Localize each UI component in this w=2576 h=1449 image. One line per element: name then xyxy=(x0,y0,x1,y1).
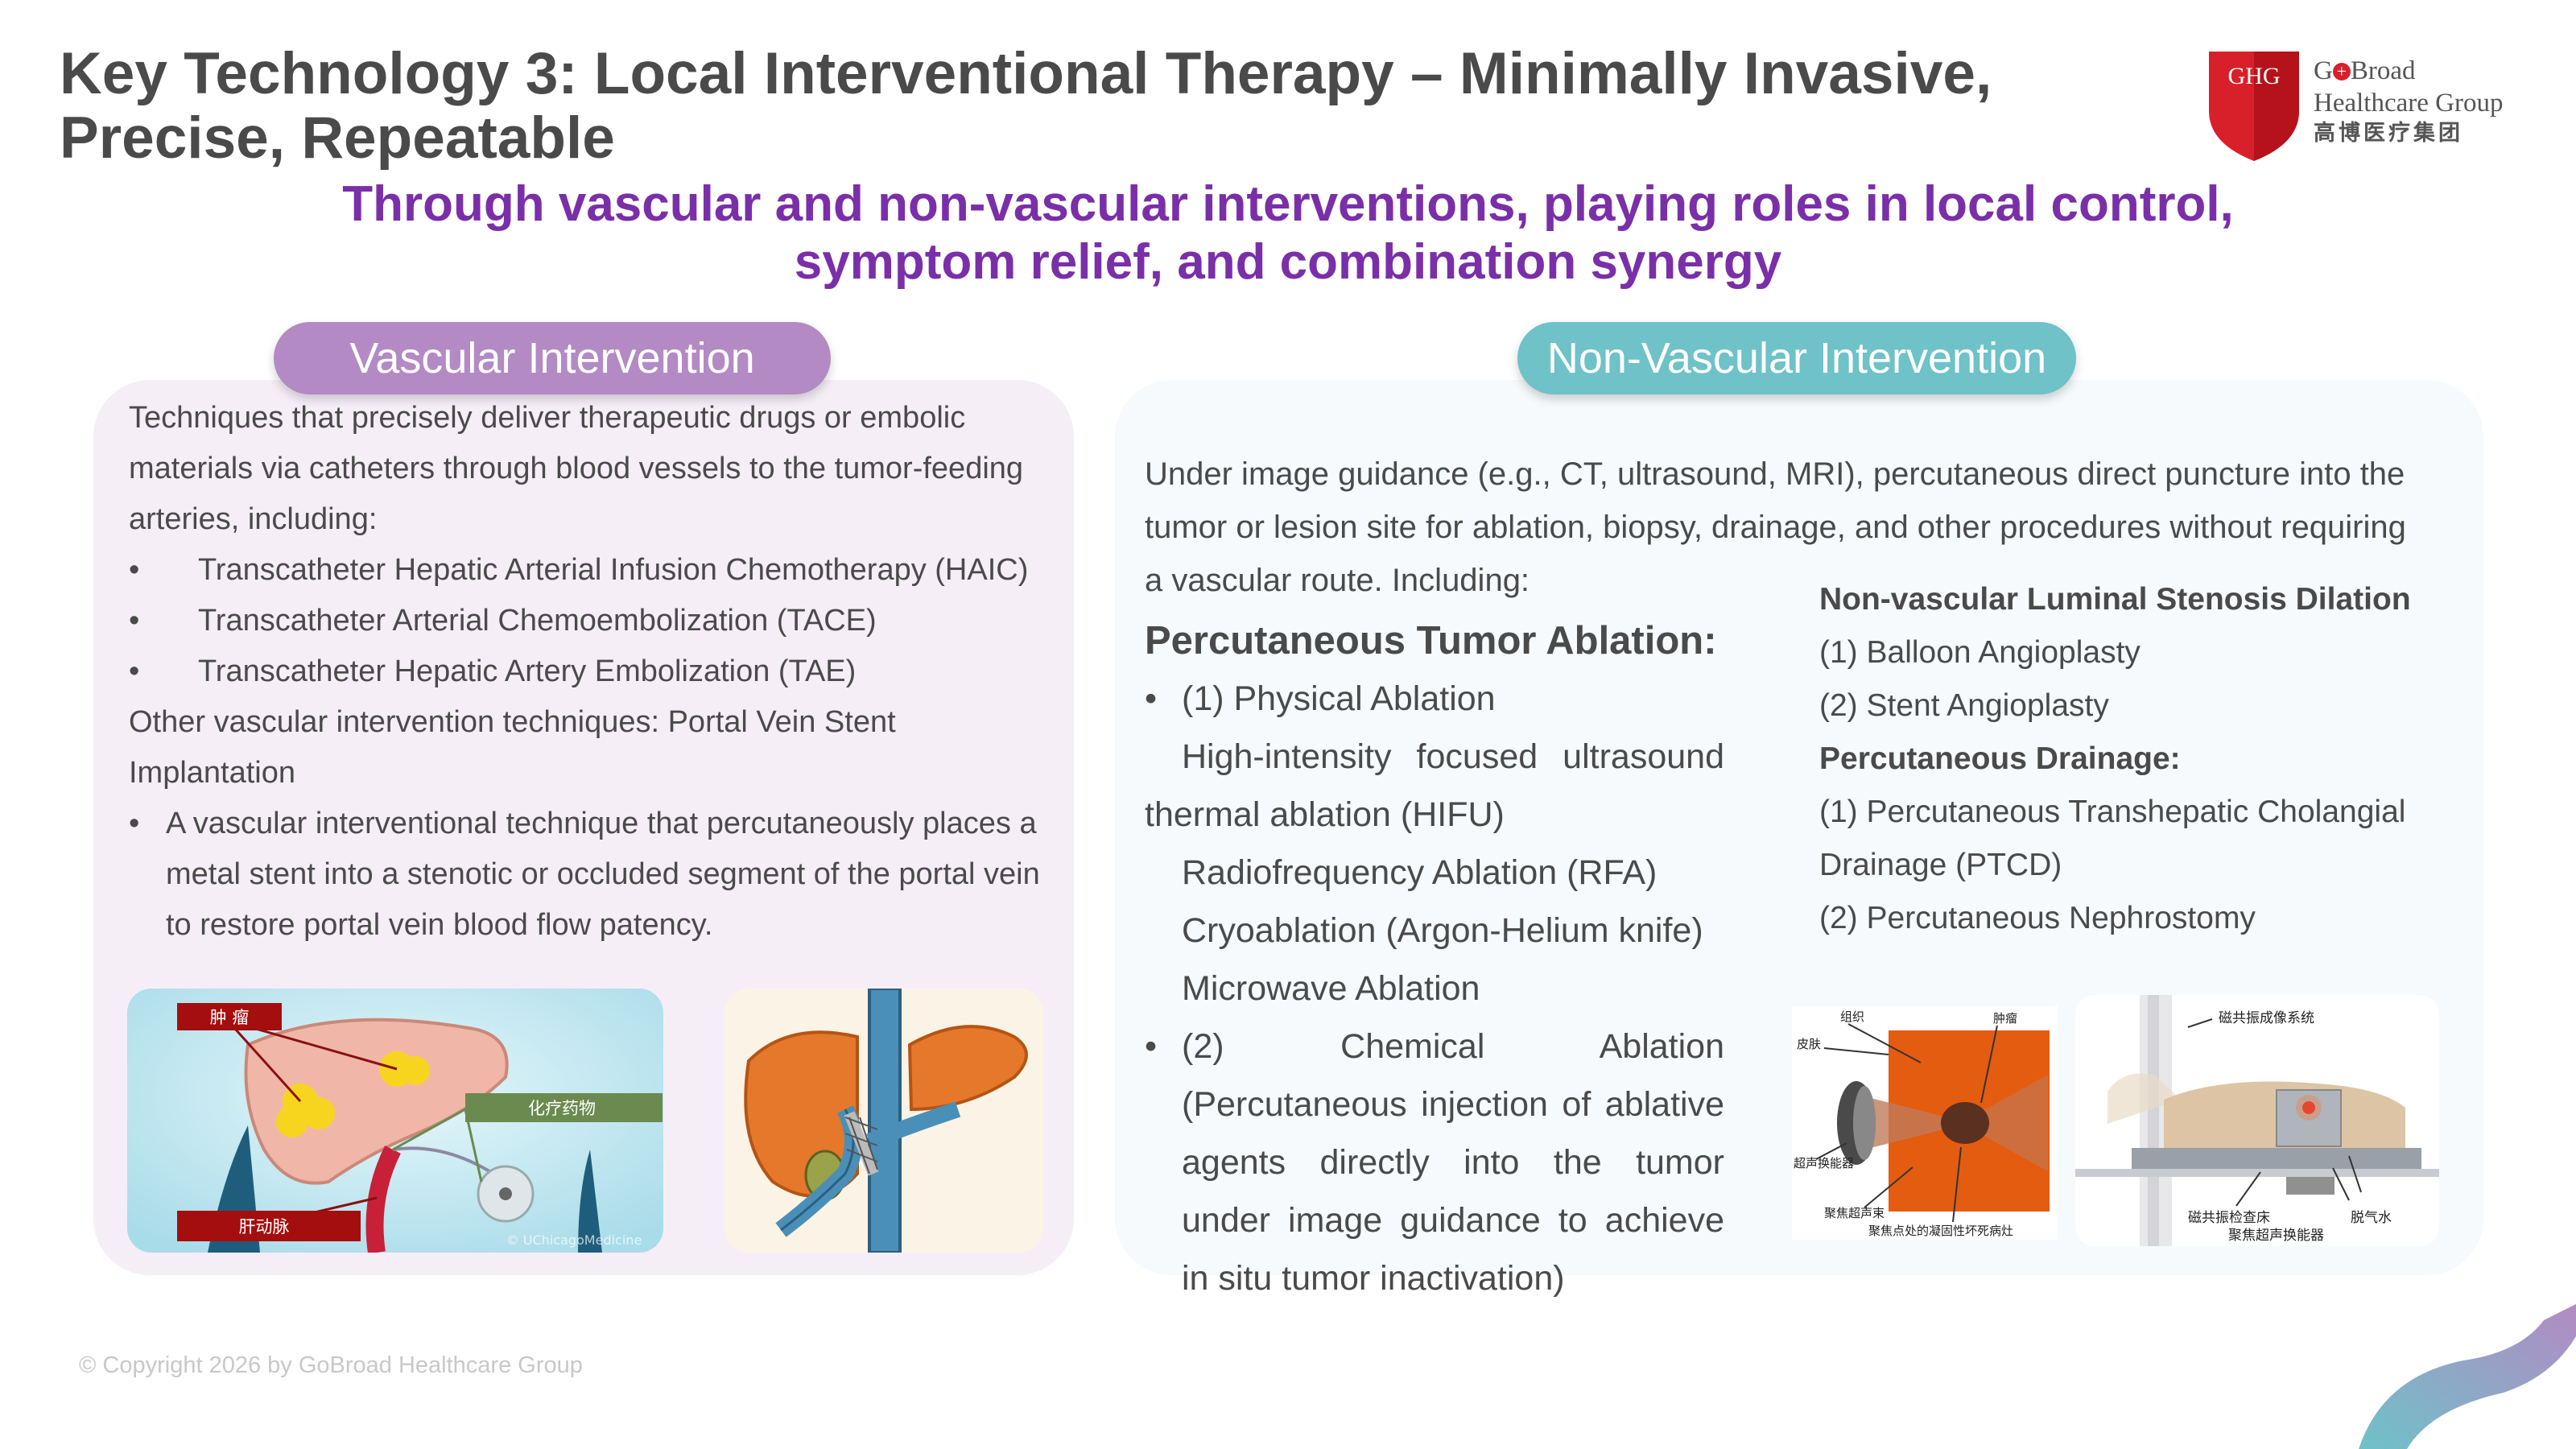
title-line-2: Precise, Repeatable xyxy=(60,105,615,171)
chemo-drug-label: 化疗药物 xyxy=(528,1099,596,1118)
drainage-heading: Percutaneous Drainage: xyxy=(1819,741,2181,776)
copyright-text: © Copyright 2026 by GoBroad Healthcare G… xyxy=(79,1352,583,1378)
vascular-other: Other vascular intervention techniques: … xyxy=(129,705,896,790)
hifu-line-2: thermal ablation (HIFU) xyxy=(1145,795,1505,834)
hifu-beam-image-icon: 组织 肿瘤 皮肤 超声换能器 聚焦超声束 聚焦点处的凝固性坏死病灶 xyxy=(1792,1006,2058,1240)
hifu-transducer-label: 超声换能器 xyxy=(1794,1156,1854,1170)
logo-plus-icon: + xyxy=(2332,63,2351,80)
hifu-tumor-label: 肿瘤 xyxy=(1993,1011,2017,1026)
logo-badge-text: GHG xyxy=(2228,63,2281,89)
vascular-item-tae: Transcatheter Hepatic Artery Embolizatio… xyxy=(129,646,1046,697)
hifu-tissue-label: 组织 xyxy=(1840,1009,1864,1024)
chemical-line-4: under image guidance to achieve xyxy=(1182,1201,1724,1240)
decorative-swoosh-icon xyxy=(2359,1304,2576,1449)
logo-line-2: Healthcare Group xyxy=(2314,89,2504,118)
portal-stent-image-icon xyxy=(724,989,1043,1253)
ghg-shield-logo-icon: GHG xyxy=(2209,52,2299,161)
cryo-item: Cryoablation (Argon-Helium knife) xyxy=(1182,911,1703,950)
balloon-item: (1) Balloon Angioplasty xyxy=(1819,635,2140,670)
nonvascular-intervention-pill: Non-Vascular Intervention xyxy=(1517,322,2076,394)
nephrostomy-item: (2) Percutaneous Nephrostomy xyxy=(1819,901,2256,935)
logo-wordmark: G+Broad Healthcare Group 高博医疗集团 xyxy=(2314,55,2503,147)
chemical-line-3: agents directly into the tumor xyxy=(1182,1143,1724,1182)
mri-bed-label: 磁共振检查床 xyxy=(2188,1210,2270,1226)
mri-hifu-diagram: 磁共振成像系统 磁共振检查床 脱气水 聚焦超声换能器 xyxy=(2075,995,2439,1246)
subtitle-line-2: symptom relief, and combination synergy xyxy=(794,234,1782,290)
ptcd-line-2: Drainage (PTCD) xyxy=(1819,848,2062,882)
tumor-label: 肿 瘤 xyxy=(210,1008,250,1027)
page-title: Key Technology 3: Local Interventional T… xyxy=(60,42,2056,171)
logo-line-3: 高博医疗集团 xyxy=(2314,121,2463,145)
ptcd-line-1: (1) Percutaneous Transhepatic Cholangial xyxy=(1819,795,2406,829)
chemical-line-5: in situ tumor inactivation) xyxy=(1182,1259,1565,1298)
vascular-intervention-pill: Vascular Intervention xyxy=(274,322,831,394)
ablation-heading: Percutaneous Tumor Ablation: xyxy=(1145,619,1717,663)
title-line-1: Key Technology 3: Local Interventional T… xyxy=(60,41,1992,106)
logo-g: G xyxy=(2314,56,2333,85)
image-watermark: © UChicagoMedicine xyxy=(506,1232,642,1248)
portal-vein-description: A vascular interventional technique that… xyxy=(129,799,1046,951)
hifu-line-1: High-intensity focused ultrasound xyxy=(1182,737,1724,776)
chemical-ablation: (2) Chemical Ablation xyxy=(1145,1018,1724,1075)
subtitle-line-1: Through vascular and non-vascular interv… xyxy=(342,176,2234,232)
microwave-item: Microwave Ablation xyxy=(1182,969,1480,1008)
hifu-beam-label: 聚焦超声束 xyxy=(1824,1206,1885,1220)
chemical-line-2: (Percutaneous injection of ablative xyxy=(1182,1085,1724,1124)
liver-artery-image-icon: 肿 瘤 化疗药物 肝动脉 © UChicagoMedicine xyxy=(127,989,663,1253)
hifu-skin-label: 皮肤 xyxy=(1797,1037,1821,1051)
stent-item: (2) Stent Angioplasty xyxy=(1819,688,2109,723)
nonvascular-intro: Under image guidance (e.g., CT, ultrasou… xyxy=(1145,456,2406,598)
vascular-intro: Techniques that precisely deliver therap… xyxy=(129,401,1024,536)
vascular-item-haic: Transcatheter Hepatic Arterial Infusion … xyxy=(129,545,1046,596)
degassed-water-label: 脱气水 xyxy=(2351,1210,2392,1226)
luminal-heading: Non-vascular Luminal Stenosis Dilation xyxy=(1819,582,2411,617)
hifu-focus-label: 聚焦点处的凝固性坏死病灶 xyxy=(1868,1224,2013,1238)
rfa-item: Radiofrequency Ablation (RFA) xyxy=(1182,853,1657,892)
vascular-item-tace: Transcatheter Arterial Chemoembolization… xyxy=(129,596,1046,646)
page-subtitle: Through vascular and non-vascular interv… xyxy=(161,175,2415,291)
tumor-ablation-section: Percutaneous Tumor Ablation: (1) Physica… xyxy=(1145,612,1724,1307)
liver-haic-illustration: 肿 瘤 化疗药物 肝动脉 © UChicagoMedicine xyxy=(127,989,663,1253)
mri-transducer-label: 聚焦超声换能器 xyxy=(2228,1228,2324,1244)
portal-vein-stent-illustration xyxy=(724,989,1043,1253)
mri-system-label: 磁共振成像系统 xyxy=(2219,1010,2314,1026)
hepatic-artery-label: 肝动脉 xyxy=(239,1217,290,1236)
mri-system-image-icon: 磁共振成像系统 磁共振检查床 脱气水 聚焦超声换能器 xyxy=(2075,995,2439,1246)
luminal-drainage-section: Non-vascular Luminal Stenosis Dilation (… xyxy=(1819,573,2463,945)
vascular-list: Transcatheter Hepatic Arterial Infusion … xyxy=(129,545,1046,697)
physical-ablation: (1) Physical Ablation xyxy=(1145,670,1724,728)
vascular-text: Techniques that precisely deliver therap… xyxy=(129,393,1046,951)
hifu-diagram: 组织 肿瘤 皮肤 超声换能器 聚焦超声束 聚焦点处的凝固性坏死病灶 xyxy=(1792,1006,2058,1240)
logo-broad: Broad xyxy=(2350,56,2416,85)
